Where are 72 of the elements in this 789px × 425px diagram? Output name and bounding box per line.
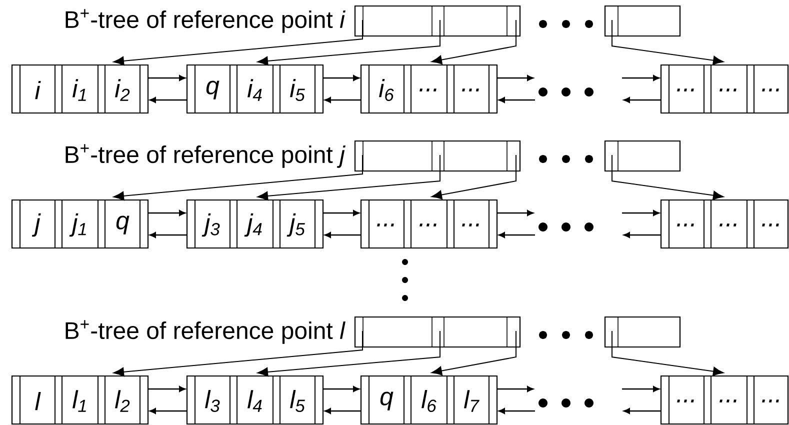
index-node [604, 5, 681, 37]
key-label: j$_{4}$ [244, 213, 262, 237]
key-label: l [35, 392, 41, 410]
key-label: ... [462, 88, 479, 92]
tree-heading: B$^{+}$-tree of reference point i [66, 9, 346, 33]
link-arrow [323, 386, 360, 392]
tree-heading: B$^{+}$-tree of reference point l [66, 320, 346, 344]
link-arrow [622, 210, 660, 216]
key-label: ... [420, 224, 436, 226]
pointer-arrow [257, 330, 440, 377]
link-arrow [150, 408, 187, 414]
link-arrow [324, 232, 361, 238]
key-label: l$_{2}$ [115, 390, 130, 412]
key-label: ... [462, 224, 479, 226]
key-label: q [206, 80, 220, 100]
key-label: ... [377, 224, 394, 226]
key-label: j$_{3}$ [202, 213, 220, 237]
key-label: ... [677, 224, 694, 226]
key-label: i$_{6}$ [379, 79, 394, 101]
link-arrow [150, 97, 187, 103]
key-label: l$_{7}$ [464, 390, 480, 412]
key-label: i$_{2}$ [115, 79, 130, 101]
index-node [604, 316, 681, 348]
key-label: l$_{3}$ [205, 390, 220, 412]
pointer-arrow [113, 20, 363, 66]
key-label: j$_{1}$ [69, 213, 86, 237]
key-label: ... [720, 88, 736, 92]
link-arrow [498, 97, 535, 103]
link-arrow [624, 408, 661, 414]
key-label: l$_{4}$ [248, 390, 262, 412]
link-arrow [624, 97, 661, 103]
link-arrow [324, 408, 361, 414]
link-arrow [624, 232, 661, 238]
key-label: ... [762, 88, 779, 92]
key-label: q [380, 392, 394, 410]
pointer-arrow [113, 330, 363, 377]
key-label: i$_{5}$ [290, 79, 305, 101]
key-label: ... [720, 224, 736, 226]
key-label: l$_{6}$ [422, 390, 436, 412]
key-label: ... [677, 400, 694, 402]
link-arrow [498, 232, 535, 238]
link-arrow [498, 408, 535, 414]
key-label: ... [677, 88, 694, 92]
key-label: ... [420, 88, 436, 92]
pointer-arrow [257, 154, 440, 201]
link-arrow [622, 386, 660, 392]
key-label: i [35, 80, 41, 100]
key-label: ... [762, 400, 779, 402]
pointer-arrow [113, 154, 363, 201]
link-arrow [150, 232, 187, 238]
link-arrow [148, 210, 186, 216]
key-label: ... [762, 224, 779, 226]
key-label: l$_{5}$ [290, 390, 305, 412]
tree-heading: B$^{+}$-tree of reference point j [66, 144, 346, 168]
link-arrow [323, 75, 360, 81]
key-label: q [116, 216, 130, 234]
key-label: l$_{1}$ [72, 390, 86, 412]
pointer-arrow [257, 20, 440, 66]
key-label: i$_{4}$ [248, 79, 262, 101]
key-label: j$_{5}$ [286, 213, 305, 237]
index-node [604, 140, 681, 172]
key-label: ... [720, 400, 736, 402]
link-arrow [497, 75, 534, 81]
link-arrow [323, 210, 360, 216]
link-arrow [497, 386, 534, 392]
key-label: j [32, 213, 41, 237]
link-arrow [622, 75, 660, 81]
link-arrow [497, 210, 534, 216]
link-arrow [148, 75, 186, 81]
link-arrow [148, 386, 186, 392]
link-arrow [324, 97, 361, 103]
key-label: i$_{1}$ [72, 79, 86, 101]
